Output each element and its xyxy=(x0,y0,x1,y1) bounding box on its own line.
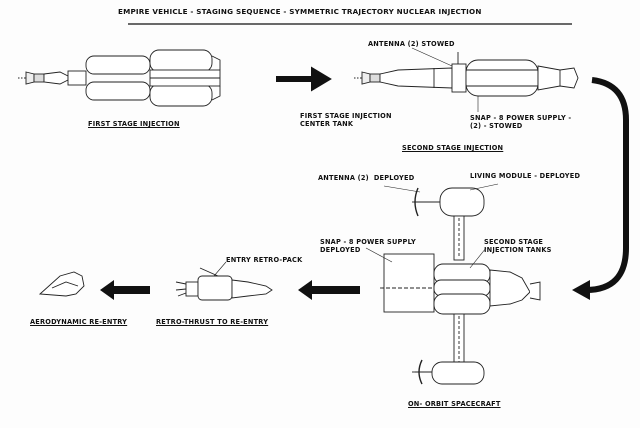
label-living-module: LIVING MODULE - DEPLOYED xyxy=(470,172,581,180)
leader-lines xyxy=(213,47,499,277)
caption-retro: RETRO-THRUST TO RE-ENTRY xyxy=(156,318,269,326)
second-stage-vehicle xyxy=(354,52,579,97)
label-antenna-deployed: ANTENNA (2) DEPLOYED xyxy=(318,174,415,182)
first-stage-vehicle xyxy=(18,49,221,107)
sequence-arrow-curve xyxy=(585,77,629,293)
caption-reentry: AERODYNAMIC RE-ENTRY xyxy=(30,318,128,326)
sequence-arrow-2 xyxy=(298,280,360,300)
caption-second-stage: SECOND STAGE INJECTION xyxy=(402,144,504,152)
orbit-spacecraft xyxy=(380,187,541,385)
label-center-tank: FIRST STAGE INJECTION CENTER TANK xyxy=(300,112,392,128)
label-second-stage-tanks: SECOND STAGE INJECTION TANKS xyxy=(484,238,552,254)
sequence-arrow-1 xyxy=(276,66,332,92)
caption-first-stage: FIRST STAGE INJECTION xyxy=(88,120,180,128)
label-snap-stowed: SNAP - 8 POWER SUPPLY - (2) - STOWED xyxy=(470,114,572,130)
reentry-vehicle xyxy=(38,271,85,297)
label-snap-deployed: SNAP - 8 POWER SUPPLY DEPLOYED xyxy=(320,238,416,254)
page-title: EMPIRE VEHICLE - STAGING SEQUENCE - SYMM… xyxy=(118,7,482,16)
label-antenna-stowed: ANTENNA (2) STOWED xyxy=(368,40,455,48)
label-entry-retro-pack: ENTRY RETRO-PACK xyxy=(226,256,303,264)
caption-orbit: ON- ORBIT SPACECRAFT xyxy=(408,400,501,408)
sequence-arrow-3 xyxy=(100,280,150,300)
retro-vehicle xyxy=(175,267,273,301)
